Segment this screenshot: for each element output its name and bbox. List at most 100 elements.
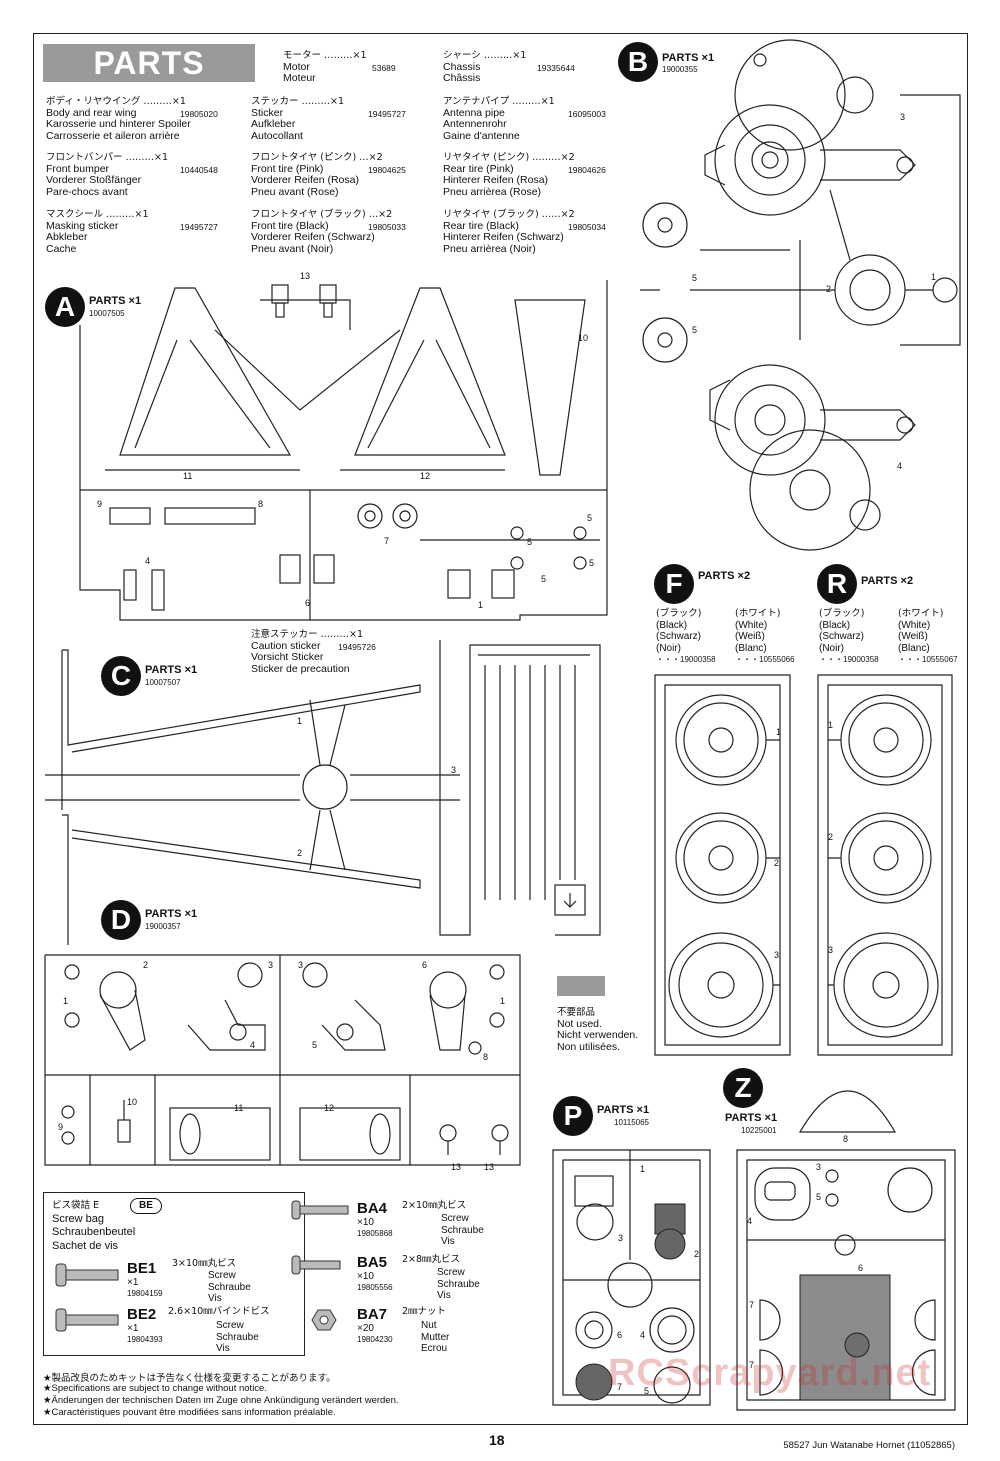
part-number: 1	[640, 1164, 646, 1174]
part-number: 6	[422, 960, 428, 970]
tree-letter-f: F	[654, 564, 694, 604]
variant-white: (ホワイト)(White)(Weiß)(Blanc)・・・10555067	[898, 608, 958, 664]
part-number: 6	[858, 1263, 864, 1273]
part-number: 3	[618, 1233, 624, 1243]
footnote: ★Specifications are subject to change wi…	[43, 1383, 267, 1394]
part-number: 2	[774, 858, 780, 868]
variant-black: (ブラック)(Black)(Schwarz)(Noir)・・・19000358	[819, 608, 879, 664]
part-number: 6	[617, 1330, 623, 1340]
part-number: 8	[843, 1134, 849, 1144]
part-number: 10	[578, 333, 589, 343]
part-number: 1	[931, 272, 937, 282]
part-number: 5	[692, 325, 698, 335]
part-number: 3	[900, 112, 906, 122]
part-code: 19495727	[368, 109, 406, 119]
part-number: 1	[828, 720, 834, 730]
tree-title: PARTS ×1	[725, 1112, 778, 1124]
part-number: 1	[500, 996, 506, 1006]
part-number: 5	[587, 513, 593, 523]
part-number: 6	[305, 598, 311, 608]
part-number: 3	[298, 960, 304, 970]
part-number: 11	[234, 1103, 244, 1113]
part-number: 9	[58, 1122, 64, 1132]
part-number: 13	[484, 1162, 495, 1172]
part-number: 4	[897, 461, 903, 471]
footnote: ★Änderungen der technischen Daten im Zug…	[43, 1395, 399, 1406]
tree-title: PARTS ×1	[89, 295, 142, 307]
part-number: 4	[640, 1330, 646, 1340]
part-number: 4	[747, 1216, 753, 1226]
tree-letter-d: D	[101, 900, 141, 940]
screw-bag-badge: BE	[130, 1198, 162, 1214]
footer-title: 58527 Jun Watanabe Hornet (11052865)	[783, 1440, 955, 1451]
footnote: ★製品改良のためキットは予告なく仕様を変更することがあります。	[43, 1373, 336, 1384]
part-number: 5	[527, 537, 533, 547]
part-number: 2	[297, 848, 303, 858]
part-code: 19805034	[568, 222, 606, 232]
part-number: 5	[816, 1192, 822, 1202]
part-code: 16095003	[568, 109, 606, 119]
part-number: 1	[776, 727, 782, 737]
part-number: 5	[312, 1040, 318, 1050]
part-number: 3	[816, 1162, 822, 1172]
variant-black: (ブラック)(Black)(Schwarz)(Noir)・・・19000358	[656, 608, 716, 664]
page-frame	[33, 33, 968, 1425]
parts-banner: PARTS	[43, 44, 255, 82]
part-number: 1	[297, 716, 303, 726]
tree-code: 10225001	[741, 1126, 777, 1135]
part-number: 2	[143, 960, 149, 970]
part-number: 7	[749, 1360, 755, 1370]
part-number: 7	[384, 536, 390, 546]
part-code: 19804626	[568, 165, 606, 175]
tree-title: PARTS ×1	[145, 664, 198, 676]
tree-code: 10007505	[89, 309, 125, 318]
part-number: 10	[127, 1097, 138, 1107]
tree-title: PARTS ×1	[662, 52, 715, 64]
tree-letter-p: P	[553, 1096, 593, 1136]
tree-code: 19000357	[145, 922, 181, 931]
part-code: 19805020	[180, 109, 218, 119]
part-number: 13	[300, 271, 311, 281]
part-code: 19335644	[537, 63, 575, 73]
tree-title: PARTS ×2	[698, 570, 751, 582]
part-number: 1	[478, 600, 484, 610]
tree-letter-r: R	[817, 564, 857, 604]
tree-code: 19000355	[662, 65, 698, 74]
tree-code: 10115065	[614, 1118, 649, 1127]
page-number: 18	[489, 1432, 505, 1448]
part-number: 12	[324, 1103, 335, 1113]
tree-letter-b: B	[618, 42, 658, 82]
tree-title: PARTS ×1	[145, 908, 198, 920]
part-code: 19495726	[338, 642, 376, 652]
tree-letter-a: A	[45, 287, 85, 327]
tree-letter-z: Z	[723, 1068, 763, 1108]
part-code: 19495727	[180, 222, 218, 232]
part-number: 7	[749, 1300, 755, 1310]
part-number: 1	[63, 996, 69, 1006]
part-number: 5	[541, 574, 547, 584]
screw-bag-box	[43, 1192, 305, 1356]
part-number: 2	[826, 284, 832, 294]
part-number: 8	[258, 499, 264, 509]
part-number: 3	[451, 765, 457, 775]
part-number: 5	[644, 1386, 650, 1396]
watermark: RCScrapyard.net	[608, 1352, 932, 1394]
